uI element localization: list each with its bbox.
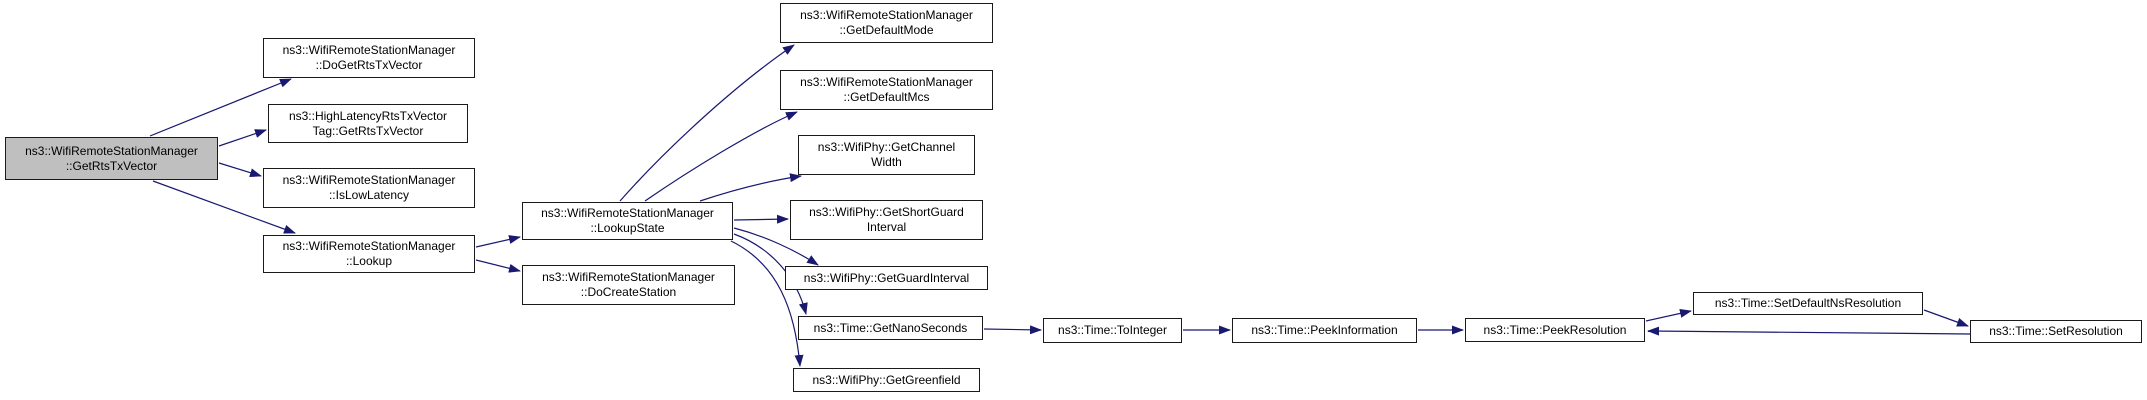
node-label: ::GetRtsTxVector (65, 158, 158, 173)
node-get-default-mcs[interactable]: ns3::WifiRemoteStationManager ::GetDefau… (780, 70, 993, 110)
node-label: ns3::WifiPhy::GetGuardInterval (803, 270, 970, 285)
node-label: ::IsLowLatency (328, 188, 410, 202)
node-label: ::Lookup (345, 254, 393, 268)
node-label: ns3::WifiPhy::GetShortGuard (809, 205, 964, 219)
edge-lookupstate-getchannelwidth (699, 173, 802, 202)
node-label: ns3::WifiPhy::GetGreenfield (812, 372, 961, 387)
node-label: Width (871, 155, 902, 169)
node-is-low-latency[interactable]: ns3::WifiRemoteStationManager ::IsLowLat… (263, 168, 475, 208)
edge-getrtstxvector-highlatencytag (218, 129, 267, 147)
edge-getrtstxvector-lookup (152, 180, 296, 234)
node-label: ns3::Time::ToInteger (1058, 323, 1167, 337)
node-label: ns3::Time::GetNanoSeconds (813, 320, 968, 335)
edge-setdefaultnsresolution-setresolution (1923, 309, 1969, 327)
node-label: ns3::WifiRemoteStationManager (25, 143, 198, 158)
node-to-integer[interactable]: ns3::Time::ToInteger (1043, 318, 1182, 343)
node-label: ::DoGetRtsTxVector (315, 58, 423, 72)
node-label: ns3::WifiPhy::GetChannel (817, 140, 956, 154)
node-label: ns3::WifiRemoteStationManager (800, 75, 973, 89)
edge-setresolution-peekresolution (1647, 326, 1971, 336)
node-do-get-rts-tx-vector[interactable]: ns3::WifiRemoteStationManager ::DoGetRts… (263, 38, 475, 78)
node-get-default-mode[interactable]: ns3::WifiRemoteStationManager ::GetDefau… (780, 3, 993, 43)
edge-lookupstate-getgreenfield (730, 240, 804, 367)
node-label: ::LookupState (590, 221, 665, 235)
node-high-latency-rts-tx-vector-tag[interactable]: ns3::HighLatencyRtsTxVector Tag::GetRtsT… (268, 104, 468, 143)
node-label: Tag::GetRtsTxVector (312, 123, 424, 138)
node-set-resolution[interactable]: ns3::Time::SetResolution (1970, 320, 2142, 343)
edge-lookupstate-getguardinterval (733, 227, 819, 266)
edge-getrtstxvector-dogetrtstxvector (149, 78, 292, 137)
edge-getrtstxvector-islowlatency (218, 162, 262, 178)
node-label: ns3::WifiRemoteStationManager (282, 43, 456, 57)
node-get-nano-seconds[interactable]: ns3::Time::GetNanoSeconds (798, 316, 983, 340)
node-label: ns3::WifiRemoteStationManager (800, 8, 973, 22)
node-label: ns3::Time::PeekInformation (1251, 323, 1398, 337)
node-label: ::DoCreateStation (580, 285, 677, 299)
node-label: Interval (866, 220, 907, 234)
node-label: ns3::Time::SetDefaultNsResolution (1714, 296, 1902, 310)
node-get-greenfield[interactable]: ns3::WifiPhy::GetGreenfield (793, 368, 980, 392)
edge-peekresolution-setdefaultnsresolution (1645, 308, 1692, 322)
node-label: ns3::HighLatencyRtsTxVector (288, 108, 448, 123)
node-label: ns3::Time::SetResolution (1989, 324, 2123, 338)
edge-lookupstate-getdefaultmode (619, 44, 795, 202)
node-do-create-station[interactable]: ns3::WifiRemoteStationManager ::DoCreate… (522, 265, 735, 305)
node-peek-information[interactable]: ns3::Time::PeekInformation (1232, 318, 1417, 343)
edge-lookupstate-getnanoseconds (733, 233, 808, 315)
node-get-guard-interval[interactable]: ns3::WifiPhy::GetGuardInterval (785, 266, 988, 290)
edge-lookupstate-getshortguardinterval (733, 214, 789, 224)
node-lookup[interactable]: ns3::WifiRemoteStationManager ::Lookup (263, 235, 475, 273)
node-label: ns3::WifiRemoteStationManager (282, 239, 456, 253)
node-label: ns3::WifiRemoteStationManager (282, 173, 456, 187)
node-label: ns3::WifiRemoteStationManager (542, 270, 715, 284)
node-get-rts-tx-vector[interactable]: ns3::WifiRemoteStationManager ::GetRtsTx… (5, 137, 218, 180)
edge-lookup-docreatestation (475, 259, 521, 273)
node-get-short-guard-interval[interactable]: ns3::WifiPhy::GetShortGuard Interval (790, 200, 983, 240)
node-set-default-ns-resolution[interactable]: ns3::Time::SetDefaultNsResolution (1693, 292, 1923, 315)
edge-getnanoseconds-tointeger (983, 325, 1042, 335)
node-label: ::GetDefaultMcs (843, 90, 930, 104)
node-lookup-state[interactable]: ns3::WifiRemoteStationManager ::LookupSt… (522, 202, 733, 240)
node-peek-resolution[interactable]: ns3::Time::PeekResolution (1465, 318, 1645, 342)
edge-lookupstate-getdefaultmcs (644, 111, 798, 202)
node-label: ::GetDefaultMode (839, 23, 934, 37)
node-label: ns3::Time::PeekResolution (1483, 322, 1627, 337)
node-label: ns3::WifiRemoteStationManager (541, 206, 714, 220)
edge-lookup-lookupstate (475, 235, 521, 248)
node-get-channel-width[interactable]: ns3::WifiPhy::GetChannel Width (798, 135, 975, 175)
